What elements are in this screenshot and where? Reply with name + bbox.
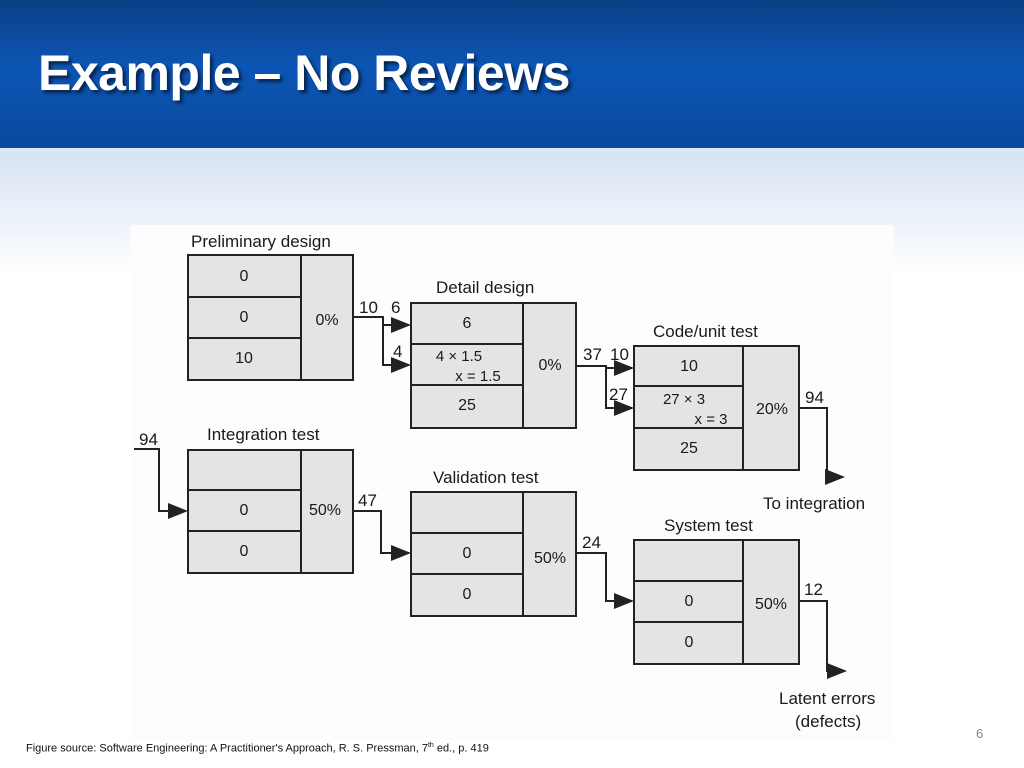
arrow-prelim-to-detail-pass xyxy=(353,316,411,333)
arrow-into-integration xyxy=(134,448,188,519)
flow-label: 10 xyxy=(610,345,629,364)
flow-label: 6 xyxy=(391,298,400,317)
cell-new-errors: 0 xyxy=(685,634,694,651)
stage-box xyxy=(187,254,354,381)
flow-label: 10 xyxy=(359,298,378,317)
defect-amplification-figure: Preliminary design 0 0 10 0% Detail desi… xyxy=(131,225,893,740)
figure-caption: Figure source: Software Engineering: A P… xyxy=(26,742,489,755)
detection-efficiency: 0% xyxy=(315,312,338,329)
stage-box xyxy=(410,302,577,429)
flow-arrows: 10 6 4 37 10 27 94 To integration 94 47 … xyxy=(134,298,875,731)
stage-title: Integration test xyxy=(207,425,320,444)
flow-label: 47 xyxy=(358,491,377,510)
label-to-integration: To integration xyxy=(763,494,865,513)
stage-title: Code/unit test xyxy=(653,322,758,341)
stage-title: Preliminary design xyxy=(191,232,331,251)
cell-amplification-factor: x = 3 xyxy=(695,411,728,428)
cell-amplification-factor: x = 1.5 xyxy=(455,368,500,385)
stage-title: Validation test xyxy=(433,468,539,487)
cell-new-errors: 25 xyxy=(458,397,476,414)
arrow-prelim-to-detail-amp xyxy=(382,317,411,373)
stage-title: System test xyxy=(664,516,753,535)
cell-errors-amplified: 0 xyxy=(240,502,249,519)
cell-new-errors: 0 xyxy=(240,543,249,560)
cell-new-errors: 25 xyxy=(680,440,698,457)
flow-label: 94 xyxy=(805,388,824,407)
detection-efficiency: 50% xyxy=(755,596,787,613)
arrow-detail-to-code-pass xyxy=(576,360,634,376)
slide-title: Example – No Reviews xyxy=(38,45,570,101)
cell-new-errors: 0 xyxy=(463,586,472,603)
stage-title: Detail design xyxy=(436,278,534,297)
detection-efficiency: 0% xyxy=(538,357,561,374)
caption-text: Figure source: Software Engineering: A P… xyxy=(26,742,428,755)
label-latent-errors: Latent errors xyxy=(779,689,875,708)
stage-system-test: System test 0 0 50% xyxy=(633,516,800,665)
detection-efficiency: 50% xyxy=(534,550,566,567)
stage-preliminary-design: Preliminary design 0 0 10 0% xyxy=(187,232,354,381)
header-divider xyxy=(0,148,1024,152)
arrow-to-latent-errors xyxy=(799,600,847,679)
stage-detail-design: Detail design 6 4 × 1.5 x = 1.5 25 0% xyxy=(410,278,577,429)
arrow-integration-to-validation xyxy=(353,510,411,561)
stage-box xyxy=(187,449,354,574)
cell-errors-amplified: 0 xyxy=(240,309,249,326)
flow-label: 12 xyxy=(804,580,823,599)
defect-amplification-diagram: Preliminary design 0 0 10 0% Detail desi… xyxy=(134,232,875,731)
flow-label: 37 xyxy=(583,345,602,364)
stage-validation-test: Validation test 0 0 50% xyxy=(410,468,577,617)
stage-code-unit-test: Code/unit test 10 27 × 3 x = 3 25 20% xyxy=(633,322,800,471)
cell-amplification: 27 × 3 xyxy=(663,391,705,408)
cell-new-errors: 10 xyxy=(235,350,253,367)
slide-header xyxy=(0,0,1024,148)
arrow-to-integration xyxy=(799,407,845,485)
flow-label: 27 xyxy=(609,385,628,404)
cell-errors-passed: 0 xyxy=(240,268,249,285)
arrow-validation-to-system xyxy=(576,552,634,609)
stage-integration-test: Integration test 0 0 50% xyxy=(187,425,354,574)
cell-errors-amplified: 0 xyxy=(463,545,472,562)
flow-label: 4 xyxy=(393,342,402,361)
page-number: 6 xyxy=(976,726,984,741)
cell-errors-passed: 10 xyxy=(680,358,698,375)
stage-box xyxy=(633,539,800,665)
cell-amplification: 4 × 1.5 xyxy=(436,348,482,365)
stage-box xyxy=(410,491,577,617)
cell-errors-amplified: 0 xyxy=(685,593,694,610)
flow-label: 24 xyxy=(582,533,601,552)
caption-superscript: th xyxy=(427,742,434,749)
label-defects: (defects) xyxy=(795,712,861,731)
caption-suffix: ed., p. 419 xyxy=(433,742,489,755)
detection-efficiency: 50% xyxy=(309,502,341,519)
detection-efficiency: 20% xyxy=(756,401,788,418)
arrow-detail-to-code-amp xyxy=(605,366,634,416)
flow-label: 94 xyxy=(139,430,158,449)
cell-errors-passed: 6 xyxy=(463,315,472,332)
